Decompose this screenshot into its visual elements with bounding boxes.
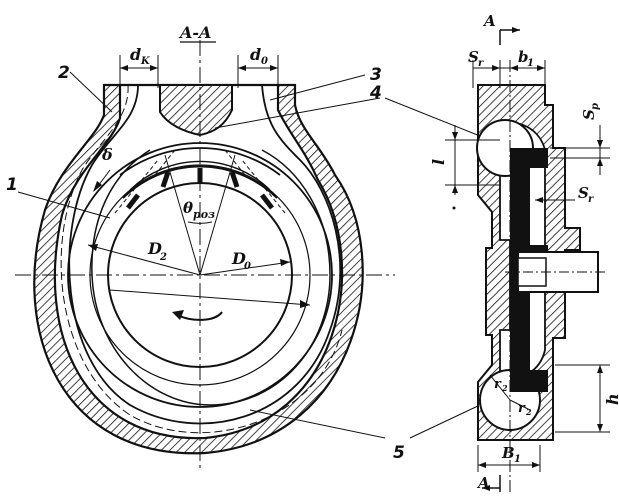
Sp-sub: p: [590, 103, 601, 110]
part-3: 3: [370, 65, 382, 85]
part-1: 1: [6, 175, 18, 195]
casing-section: [33, 83, 364, 455]
Sr-top-label: S: [468, 48, 479, 66]
tongue-section: [159, 84, 233, 137]
B1-label: B: [501, 444, 515, 462]
theta-label: θ: [183, 199, 193, 217]
D0-sub: 0: [244, 261, 251, 272]
theta-sub: роз: [193, 208, 215, 221]
l-label: l: [429, 159, 448, 165]
D2-sub: 2: [159, 252, 167, 263]
D2-label: D: [147, 239, 162, 258]
section-title: A-A: [178, 23, 211, 42]
labels: A-A d K d 0 δ θ роз D 2 D 0 1 2 3 4 5 A …: [6, 12, 619, 492]
A-top-label: A: [482, 12, 496, 30]
b1-sub: 1: [527, 58, 534, 69]
front-view: [15, 40, 486, 470]
A-bottom-label: A: [476, 474, 490, 492]
part-5: 5: [393, 443, 405, 463]
d0-label: d: [250, 45, 261, 64]
Sr-mid-label: S: [578, 184, 589, 202]
r2b-sub: 2: [525, 407, 532, 417]
Sr-mid-sub: r: [588, 194, 594, 205]
Sp-label: S: [580, 109, 598, 120]
part-4: 4: [369, 83, 382, 103]
h-label: h: [603, 393, 619, 405]
r2a-sub: 2: [501, 383, 508, 393]
b1-label: b: [518, 48, 529, 66]
dk-label: d: [130, 45, 141, 64]
delta-label: δ: [101, 145, 113, 164]
d0-sub: 0: [261, 56, 268, 67]
B1-sub: 1: [514, 454, 521, 465]
side-view: [445, 27, 610, 495]
Sr-top-sub: r: [478, 58, 484, 69]
D0-label: D: [231, 249, 246, 268]
part-2: 2: [58, 63, 70, 83]
r2b-label: r: [518, 401, 526, 416]
dk-sub: K: [140, 56, 151, 67]
r2a-label: r: [494, 377, 502, 392]
